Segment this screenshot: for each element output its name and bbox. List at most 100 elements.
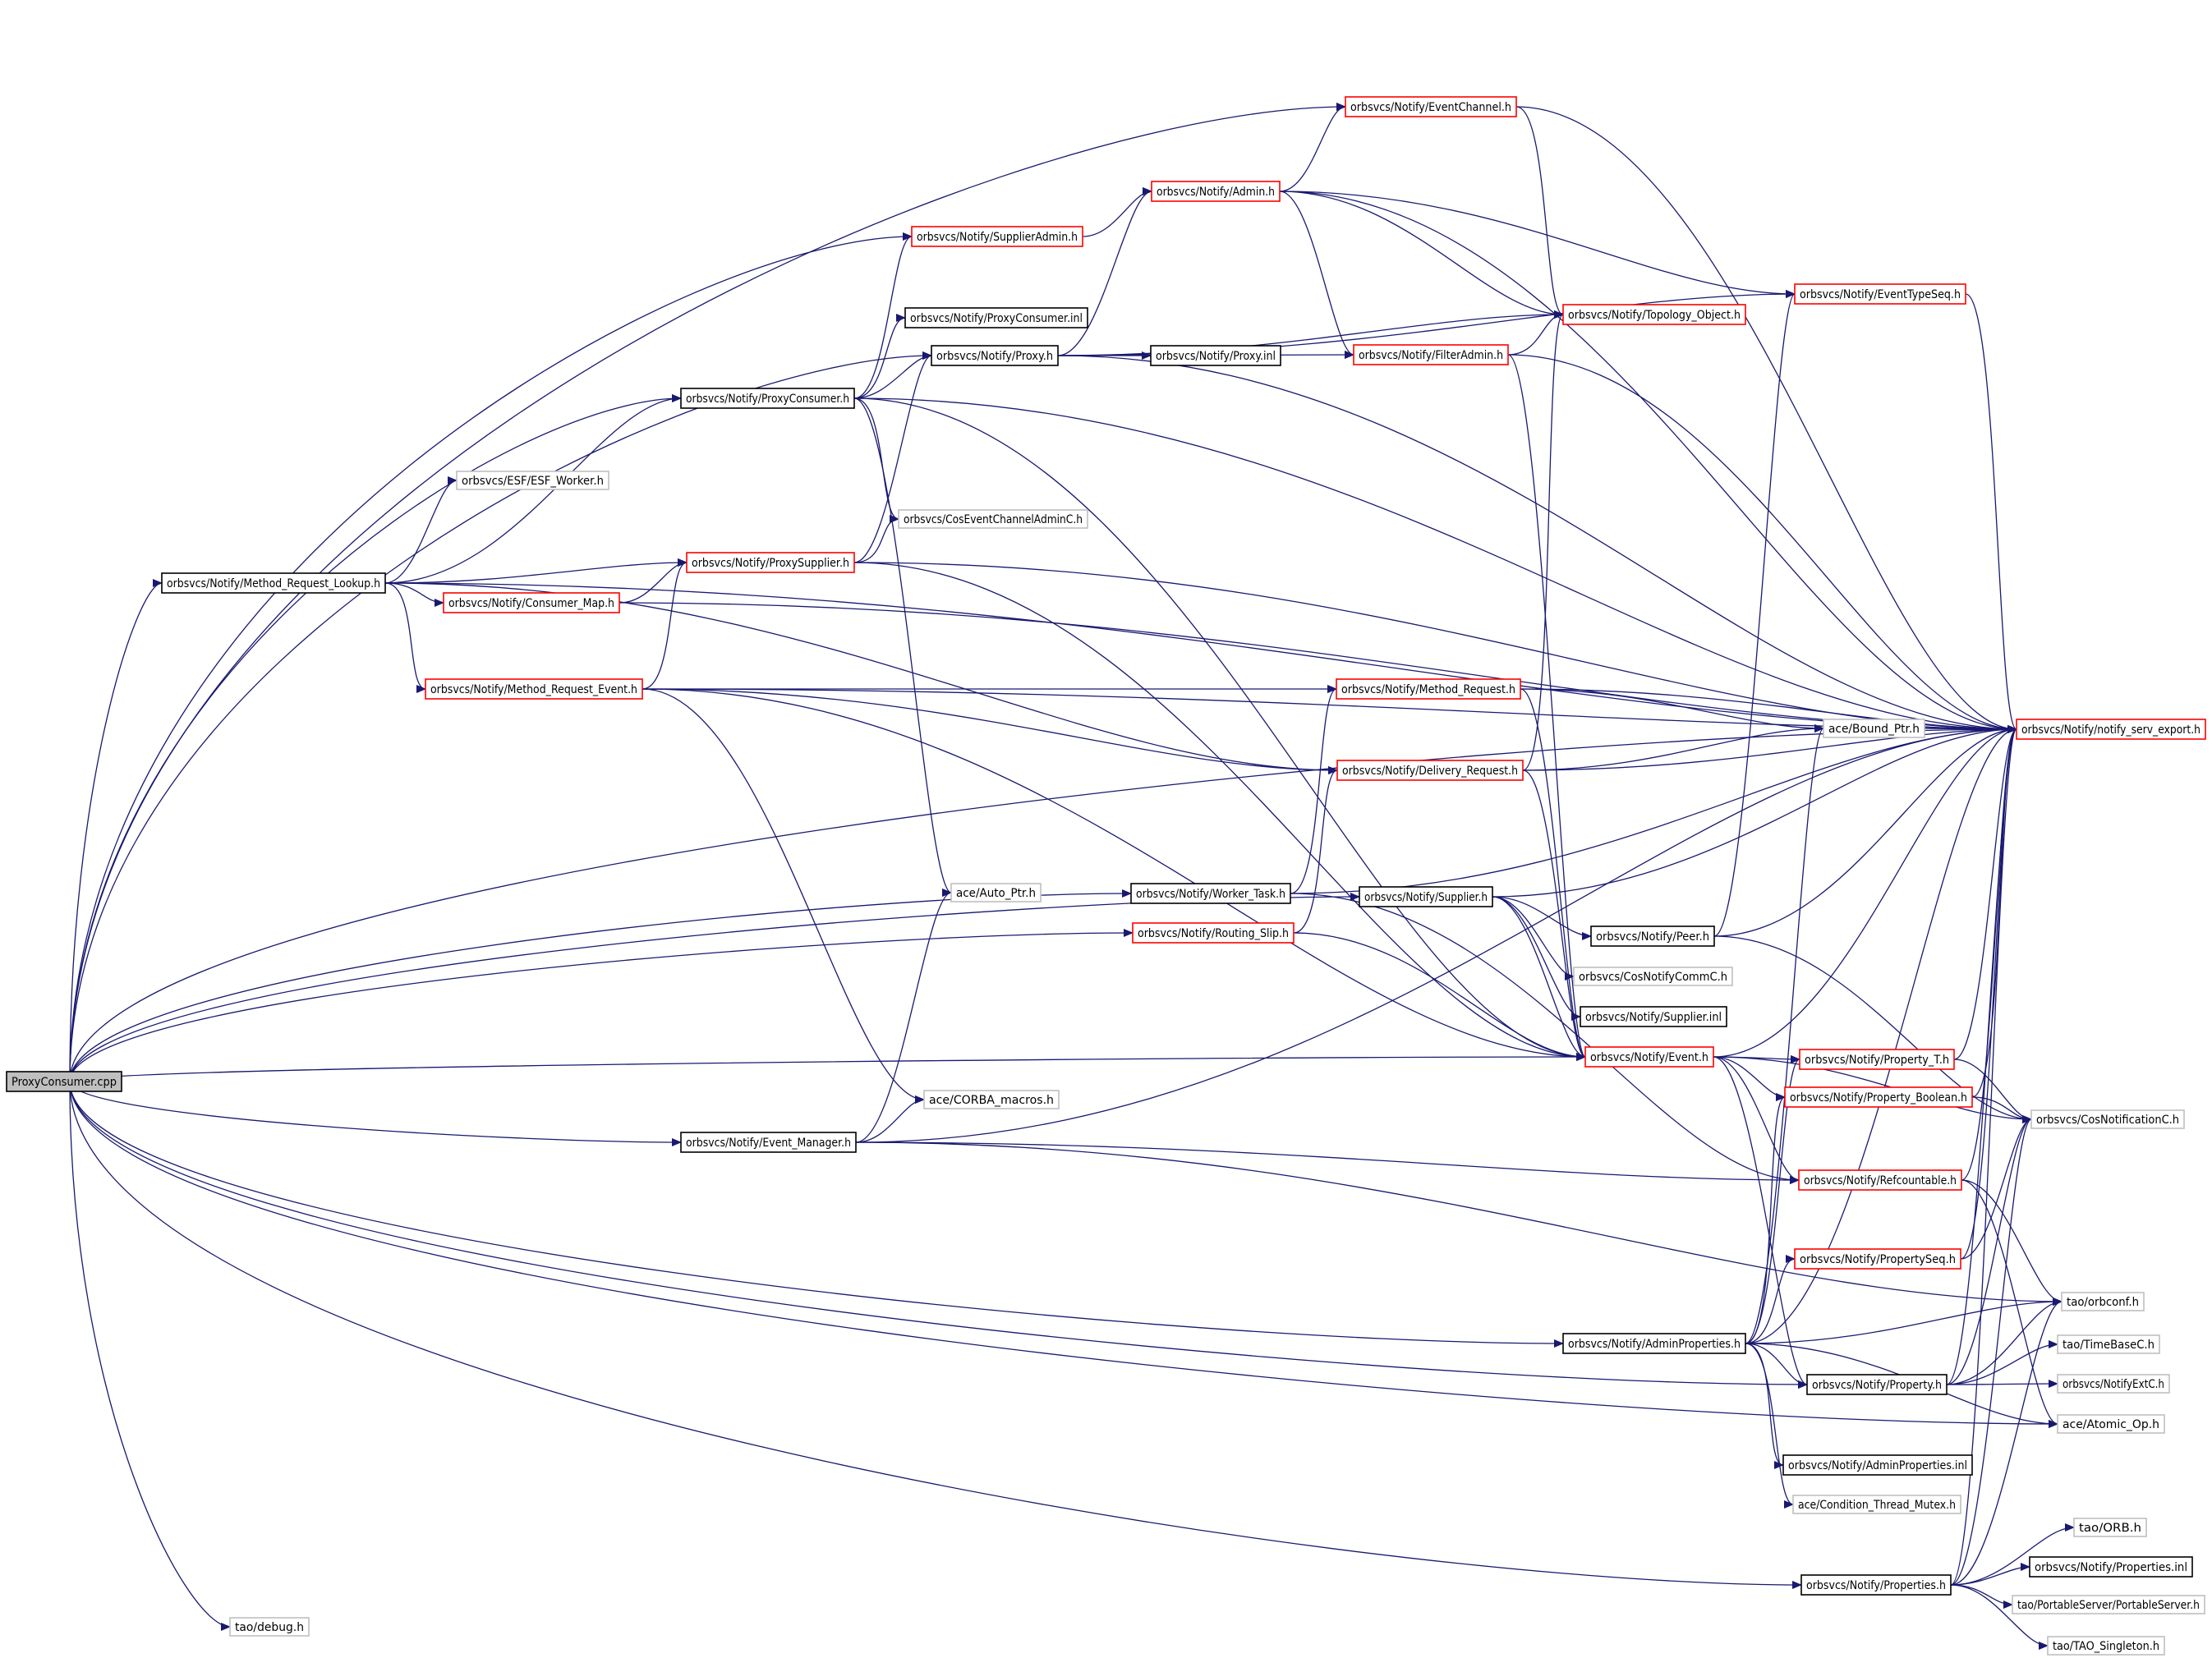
node-box[interactable] <box>1784 1086 1973 1108</box>
node-property-h[interactable]: orbsvcs/Notify/Property.h <box>1806 1374 1948 1395</box>
node-corba-macros[interactable]: ace/CORBA_macros.h <box>923 1090 1060 1109</box>
node-method-request[interactable]: orbsvcs/Notify/Method_Request.h <box>1336 678 1521 700</box>
node-event-type-seq[interactable]: orbsvcs/Notify/EventTypeSeq.h <box>1794 283 1966 305</box>
node-box[interactable] <box>2073 1518 2147 1537</box>
node-box[interactable] <box>2057 1334 2160 1354</box>
node-box[interactable] <box>1562 1333 1746 1354</box>
node-box[interactable] <box>1359 886 1493 907</box>
node-bound-ptr[interactable]: ace/Bound_Ptr.h <box>1823 719 1925 738</box>
node-box[interactable] <box>2030 1109 2185 1129</box>
node-box[interactable] <box>1336 760 1524 781</box>
node-box[interactable] <box>1823 719 1925 738</box>
node-event-manager[interactable]: orbsvcs/Notify/Event_Manager.h <box>680 1132 857 1153</box>
node-box[interactable] <box>686 552 855 573</box>
node-supplier-h[interactable]: orbsvcs/Notify/Supplier.h <box>1359 886 1493 907</box>
node-box[interactable] <box>1562 304 1746 325</box>
node-box[interactable] <box>1794 283 1966 305</box>
node-box[interactable] <box>1782 1454 1973 1476</box>
node-box[interactable] <box>1798 1169 1962 1191</box>
node-supplier-admin[interactable]: orbsvcs/Notify/SupplierAdmin.h <box>911 226 1083 247</box>
node-portable-server[interactable]: tao/PortableServer/PortableServer.h <box>2012 1595 2205 1614</box>
node-cos-event-channel-admin[interactable]: orbsvcs/CosEventChannelAdminC.h <box>898 509 1088 529</box>
node-refcountable[interactable]: orbsvcs/Notify/Refcountable.h <box>1798 1169 1962 1191</box>
node-proxy-inl[interactable]: orbsvcs/Notify/Proxy.inl <box>1150 345 1281 366</box>
node-consumer-map[interactable]: orbsvcs/Notify/Consumer_Map.h <box>443 592 620 613</box>
node-box[interactable] <box>1792 1495 1961 1514</box>
node-delivery-request[interactable]: orbsvcs/Notify/Delivery_Request.h <box>1336 760 1524 781</box>
node-method-request-event[interactable]: orbsvcs/Notify/Method_Request_Event.h <box>425 678 643 700</box>
node-box[interactable] <box>1799 1049 1955 1070</box>
node-box[interactable] <box>950 883 1042 902</box>
node-box[interactable] <box>6 1071 122 1092</box>
node-box[interactable] <box>229 1617 310 1637</box>
node-topology-object[interactable]: orbsvcs/Notify/Topology_Object.h <box>1562 304 1746 325</box>
node-box[interactable] <box>1590 925 1715 947</box>
node-box[interactable] <box>1573 967 1733 986</box>
node-box[interactable] <box>2016 719 2206 740</box>
node-box[interactable] <box>1806 1374 1948 1395</box>
node-box[interactable] <box>1800 1574 1952 1596</box>
node-proxy-consumer-h[interactable]: orbsvcs/Notify/ProxyConsumer.h <box>680 388 855 409</box>
node-tao-debug[interactable]: tao/debug.h <box>229 1617 310 1637</box>
node-property-seq[interactable]: orbsvcs/Notify/PropertySeq.h <box>1794 1248 1961 1270</box>
node-box[interactable] <box>2047 1636 2165 1656</box>
node-box[interactable] <box>1132 922 1295 944</box>
node-filter-admin[interactable]: orbsvcs/Notify/FilterAdmin.h <box>1353 344 1509 365</box>
node-notify-serv-export[interactable]: orbsvcs/Notify/notify_serv_export.h <box>2016 719 2206 740</box>
node-tao-singleton[interactable]: tao/TAO_Singleton.h <box>2047 1636 2165 1656</box>
node-admin[interactable]: orbsvcs/Notify/Admin.h <box>1151 181 1281 202</box>
node-box[interactable] <box>425 678 643 700</box>
node-properties-inl[interactable]: orbsvcs/Notify/Properties.inl <box>2029 1556 2193 1578</box>
node-box[interactable] <box>161 572 386 594</box>
node-box[interactable] <box>1150 345 1281 366</box>
node-supplier-inl[interactable]: orbsvcs/Notify/Supplier.inl <box>1580 1006 1727 1027</box>
node-box[interactable] <box>931 345 1059 366</box>
node-root[interactable]: ProxyConsumer.cpp <box>6 1071 122 1092</box>
node-auto-ptr[interactable]: ace/Auto_Ptr.h <box>950 883 1042 902</box>
node-routing-slip[interactable]: orbsvcs/Notify/Routing_Slip.h <box>1132 922 1295 944</box>
node-peer-h[interactable]: orbsvcs/Notify/Peer.h <box>1590 925 1715 947</box>
node-properties-h[interactable]: orbsvcs/Notify/Properties.h <box>1800 1574 1952 1596</box>
node-box[interactable] <box>923 1090 1060 1109</box>
node-box[interactable] <box>1353 344 1509 365</box>
node-orbconf[interactable]: tao/orbconf.h <box>2061 1292 2145 1311</box>
node-property-boolean[interactable]: orbsvcs/Notify/Property_Boolean.h <box>1784 1086 1973 1108</box>
node-box[interactable] <box>1580 1006 1727 1027</box>
node-notify-ext[interactable]: orbsvcs/NotifyExtC.h <box>2057 1374 2170 1394</box>
node-box[interactable] <box>1345 96 1517 117</box>
node-proxy-h[interactable]: orbsvcs/Notify/Proxy.h <box>931 345 1059 366</box>
node-box[interactable] <box>1151 181 1281 202</box>
node-admin-properties-h[interactable]: orbsvcs/Notify/AdminProperties.h <box>1562 1333 1746 1354</box>
node-atomic-op[interactable]: ace/Atomic_Op.h <box>2057 1414 2165 1434</box>
node-box[interactable] <box>456 471 609 490</box>
node-box[interactable] <box>2057 1414 2165 1434</box>
node-box[interactable] <box>2012 1595 2205 1614</box>
node-admin-properties-inl[interactable]: orbsvcs/Notify/AdminProperties.inl <box>1782 1454 1973 1476</box>
node-esf-worker[interactable]: orbsvcs/ESF/ESF_Worker.h <box>456 471 609 490</box>
node-box[interactable] <box>2029 1556 2193 1578</box>
node-event-h[interactable]: orbsvcs/Notify/Event.h <box>1584 1046 1714 1068</box>
node-box[interactable] <box>680 388 855 409</box>
node-box[interactable] <box>1130 883 1291 904</box>
node-box[interactable] <box>2057 1374 2170 1394</box>
node-cos-notify-comm[interactable]: orbsvcs/CosNotifyCommC.h <box>1573 967 1733 986</box>
node-box[interactable] <box>911 226 1083 247</box>
node-box[interactable] <box>898 509 1088 529</box>
node-event-channel[interactable]: orbsvcs/Notify/EventChannel.h <box>1345 96 1517 117</box>
node-box[interactable] <box>1794 1248 1961 1270</box>
node-proxy-consumer-inl[interactable]: orbsvcs/Notify/ProxyConsumer.inl <box>904 307 1088 328</box>
node-box[interactable] <box>1584 1046 1714 1068</box>
node-box[interactable] <box>1336 678 1521 700</box>
node-box[interactable] <box>2061 1292 2145 1311</box>
node-tao-orb[interactable]: tao/ORB.h <box>2073 1518 2147 1537</box>
node-box[interactable] <box>680 1132 857 1153</box>
node-property-t[interactable]: orbsvcs/Notify/Property_T.h <box>1799 1049 1955 1070</box>
node-worker-task[interactable]: orbsvcs/Notify/Worker_Task.h <box>1130 883 1291 904</box>
node-method-request-lookup[interactable]: orbsvcs/Notify/Method_Request_Lookup.h <box>161 572 386 594</box>
node-cos-notification[interactable]: orbsvcs/CosNotificationC.h <box>2030 1109 2185 1129</box>
node-time-base[interactable]: tao/TimeBaseC.h <box>2057 1334 2160 1354</box>
node-box[interactable] <box>904 307 1088 328</box>
node-condition-thread-mutex[interactable]: ace/Condition_Thread_Mutex.h <box>1792 1495 1961 1514</box>
node-box[interactable] <box>443 592 620 613</box>
node-proxy-supplier[interactable]: orbsvcs/Notify/ProxySupplier.h <box>686 552 855 573</box>
